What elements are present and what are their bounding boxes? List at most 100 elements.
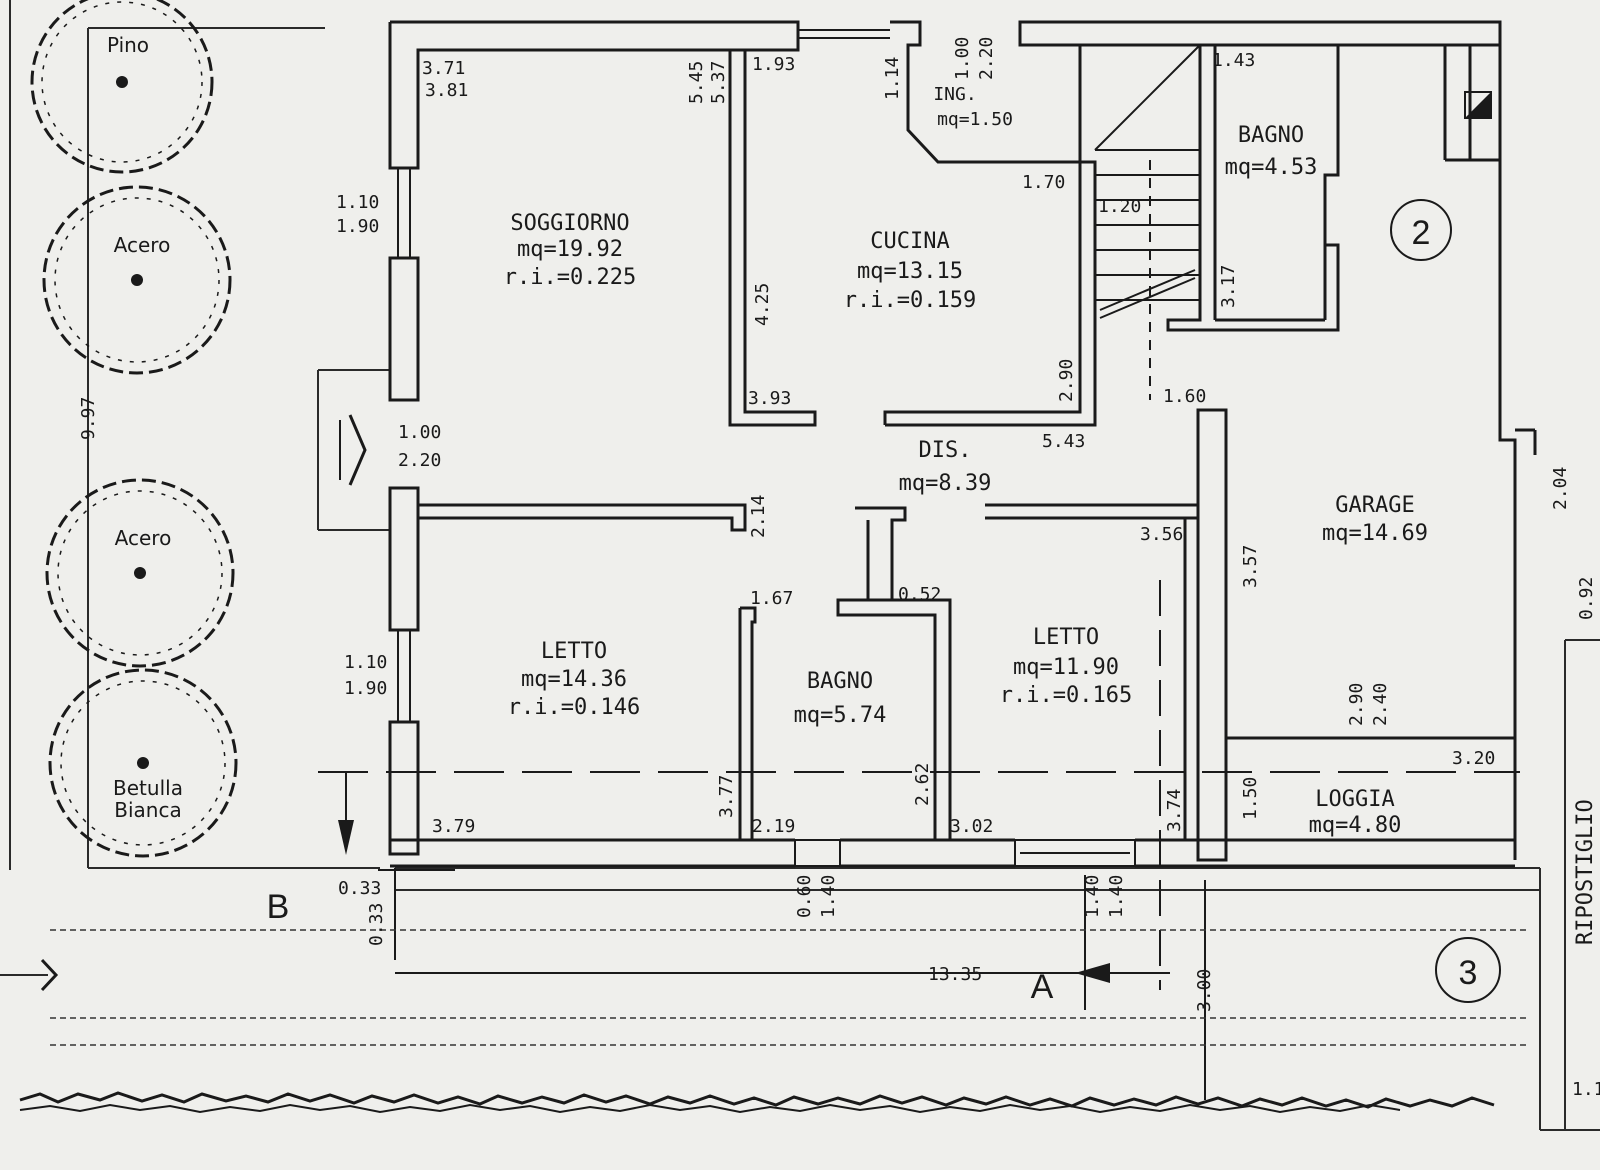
dim-label: 3.56 xyxy=(1140,524,1183,545)
dim-label: 3.81 xyxy=(425,80,468,101)
side-arrow-icon xyxy=(40,958,59,992)
dim-label: 1.50 xyxy=(1240,777,1261,820)
dim-label: 3.57 xyxy=(1240,545,1261,588)
room-area: mq=4.80 xyxy=(1309,813,1402,838)
room-ing: ING. mq=1.50 xyxy=(933,84,1013,130)
room-area: mq=14.69 xyxy=(1322,521,1428,546)
room-area: mq=5.74 xyxy=(794,703,887,728)
room-soggiorno: SOGGIORNO mq=19.92 r.i.=0.225 xyxy=(504,211,636,290)
section-label-b: B xyxy=(267,888,290,926)
room-name: BAGNO xyxy=(1238,123,1304,148)
dim-label: 1.00 xyxy=(398,422,441,443)
dim-label: 0.52 xyxy=(898,584,941,605)
dim-label: 5.37 xyxy=(708,61,729,104)
circle-marker-2 xyxy=(1390,199,1452,261)
dim-label: 13.35 xyxy=(928,964,982,985)
dim-label: 1.00 xyxy=(952,37,973,80)
hedge-line-2 xyxy=(19,1103,1401,1114)
room-area: mq=8.39 xyxy=(899,471,992,496)
dim-label: 3.74 xyxy=(1164,789,1185,832)
dim-label: 3.77 xyxy=(716,775,737,818)
windows xyxy=(397,29,1136,867)
dim-label: 4.25 xyxy=(752,283,773,326)
room-ri: r.i.=0.225 xyxy=(504,265,636,290)
dim-label: 3.71 xyxy=(422,58,465,79)
dim-label: 3.17 xyxy=(1218,265,1239,308)
chimney-fill xyxy=(1465,92,1491,118)
room-name: DIS. xyxy=(919,438,972,463)
tree-label-pino: Pino xyxy=(107,33,149,57)
room-dis: DIS. mq=8.39 xyxy=(899,438,992,496)
section-label-a: A xyxy=(1031,968,1054,1006)
room-area: mq=14.36 xyxy=(521,667,627,692)
staircase xyxy=(1094,44,1201,400)
dim-label: 1.70 xyxy=(1022,172,1065,193)
dim-label: 1.40 xyxy=(1082,875,1103,918)
dim-label: 5.45 xyxy=(686,61,707,104)
dim-label: 2.62 xyxy=(912,763,933,806)
dimension-labels: 3.71 3.81 1.93 1.43 1.70 1.20 1.10 1.90 … xyxy=(336,50,1600,1100)
interior-walls xyxy=(418,45,1515,862)
dim-label: 3.00 xyxy=(1194,969,1215,1012)
dim-label: 1.14 xyxy=(882,57,903,100)
dim-label: 5.43 xyxy=(1042,431,1085,452)
dim-label: 2.40 xyxy=(1370,683,1391,726)
dim-label: 1.20 xyxy=(1098,196,1141,217)
dim-label: 0.33 xyxy=(338,878,381,899)
room-area: mq=13.15 xyxy=(857,259,963,284)
ground-lines xyxy=(50,929,1530,1046)
entrance-arrow-icon xyxy=(348,414,367,486)
dim-label: 2.14 xyxy=(748,495,769,538)
room-name: LETTO xyxy=(1033,625,1099,650)
dim-label: 1.10 xyxy=(336,192,379,213)
room-ri: r.i.=0.165 xyxy=(1000,683,1132,708)
room-ri: r.i.=0.146 xyxy=(508,695,640,720)
room-area: mq=4.53 xyxy=(1225,155,1318,180)
room-name: CUCINA xyxy=(870,229,949,254)
room-bagno-lower: BAGNO mq=5.74 xyxy=(794,669,887,728)
dim-label: 0.60 xyxy=(794,875,815,918)
tree-label-acero-1: Acero xyxy=(114,233,171,257)
dim-label: 2.04 xyxy=(1550,467,1571,510)
dim-label: 0.33 xyxy=(366,903,387,946)
dim-label: 9.97 xyxy=(78,397,99,440)
room-bagno-upper: BAGNO mq=4.53 xyxy=(1225,123,1318,180)
room-ripostiglio: RIPOSTIGLIO xyxy=(1573,799,1598,945)
section-lines xyxy=(318,580,1520,1100)
room-name: GARAGE xyxy=(1335,493,1414,518)
room-name: BAGNO xyxy=(807,669,873,694)
tree-acero-2 xyxy=(45,478,235,668)
tree-pino xyxy=(30,0,214,174)
dim-label: 2.20 xyxy=(398,450,441,471)
dim-label: 1.67 xyxy=(750,588,793,609)
room-loggia: LOGGIA mq=4.80 xyxy=(1309,787,1402,838)
tree-betulla xyxy=(48,668,238,858)
dim-label: 1.90 xyxy=(344,678,387,699)
circle-label-2: 2 xyxy=(1412,214,1431,252)
room-letto-left: LETTO mq=14.36 r.i.=0.146 xyxy=(508,639,640,720)
dim-label: 0.92 xyxy=(1576,577,1597,620)
dim-label: 2.90 xyxy=(1346,683,1367,726)
dim-label: 1.1 xyxy=(1572,1079,1600,1100)
dim-label: 3.02 xyxy=(950,816,993,837)
room-name: LOGGIA xyxy=(1315,787,1394,812)
dim-label: 1.60 xyxy=(1163,386,1206,407)
room-cucina: CUCINA mq=13.15 r.i.=0.159 xyxy=(844,229,976,313)
dim-label: 1.10 xyxy=(344,652,387,673)
room-name: ING. xyxy=(933,84,976,105)
room-letto-right: LETTO mq=11.90 r.i.=0.165 xyxy=(1000,625,1132,708)
site-lines xyxy=(0,0,1600,1131)
room-ri: r.i.=0.159 xyxy=(844,288,976,313)
dim-label: 1.40 xyxy=(1106,875,1127,918)
room-area: mq=19.92 xyxy=(517,237,623,262)
dim-label: 1.93 xyxy=(752,54,795,75)
tree-label-acero-2: Acero xyxy=(115,526,172,550)
room-area: mq=1.50 xyxy=(937,109,1013,130)
tree-acero-1 xyxy=(42,185,232,375)
exterior-walls xyxy=(388,20,1537,868)
room-name: SOGGIORNO xyxy=(510,211,629,236)
room-area: mq=11.90 xyxy=(1013,655,1119,680)
